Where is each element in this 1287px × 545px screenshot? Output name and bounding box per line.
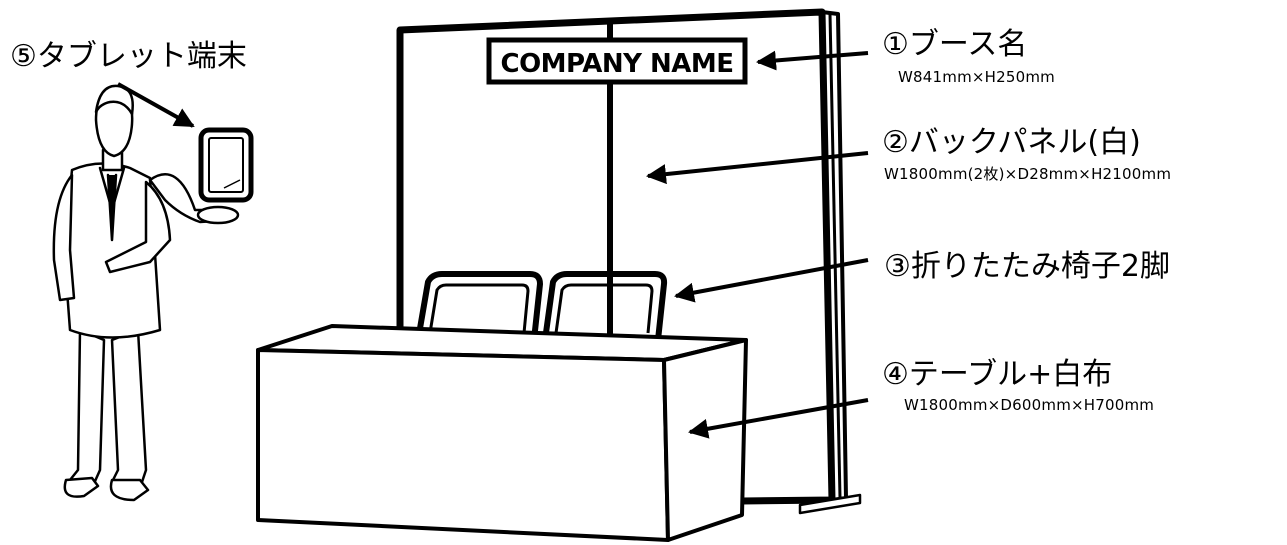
arrow-tablet — [117, 82, 195, 128]
chair-left — [415, 271, 543, 341]
arrow-back-panel — [646, 151, 869, 185]
spec-booth-name: W841mm×H250mm — [898, 68, 1055, 86]
label-tablet: ⑤タブレット端末 — [10, 39, 247, 74]
arrow-chairs — [674, 258, 869, 303]
table — [256, 324, 748, 542]
spec-table: W1800mm×D600mm×H700mm — [904, 396, 1154, 414]
businessman-figure — [52, 84, 240, 502]
arrow-booth-name — [756, 50, 869, 71]
leader-arrows — [117, 50, 869, 439]
label-booth-name: ①ブース名 — [882, 27, 1027, 62]
label-back-panel: ②バックパネル(白) — [882, 125, 1141, 160]
arrow-table — [688, 398, 869, 439]
spec-back-panel: W1800mm(2枚)×D28mm×H2100mm — [884, 165, 1171, 183]
chair-right — [542, 271, 668, 341]
sign-text: COMPANY NAME — [500, 49, 733, 79]
company-sign: COMPANY NAME — [486, 37, 748, 85]
tablet-icon — [198, 127, 254, 203]
label-chairs: ③折りたたみ椅子2脚 — [884, 249, 1170, 284]
label-table: ④テーブル+白布 — [882, 357, 1112, 392]
